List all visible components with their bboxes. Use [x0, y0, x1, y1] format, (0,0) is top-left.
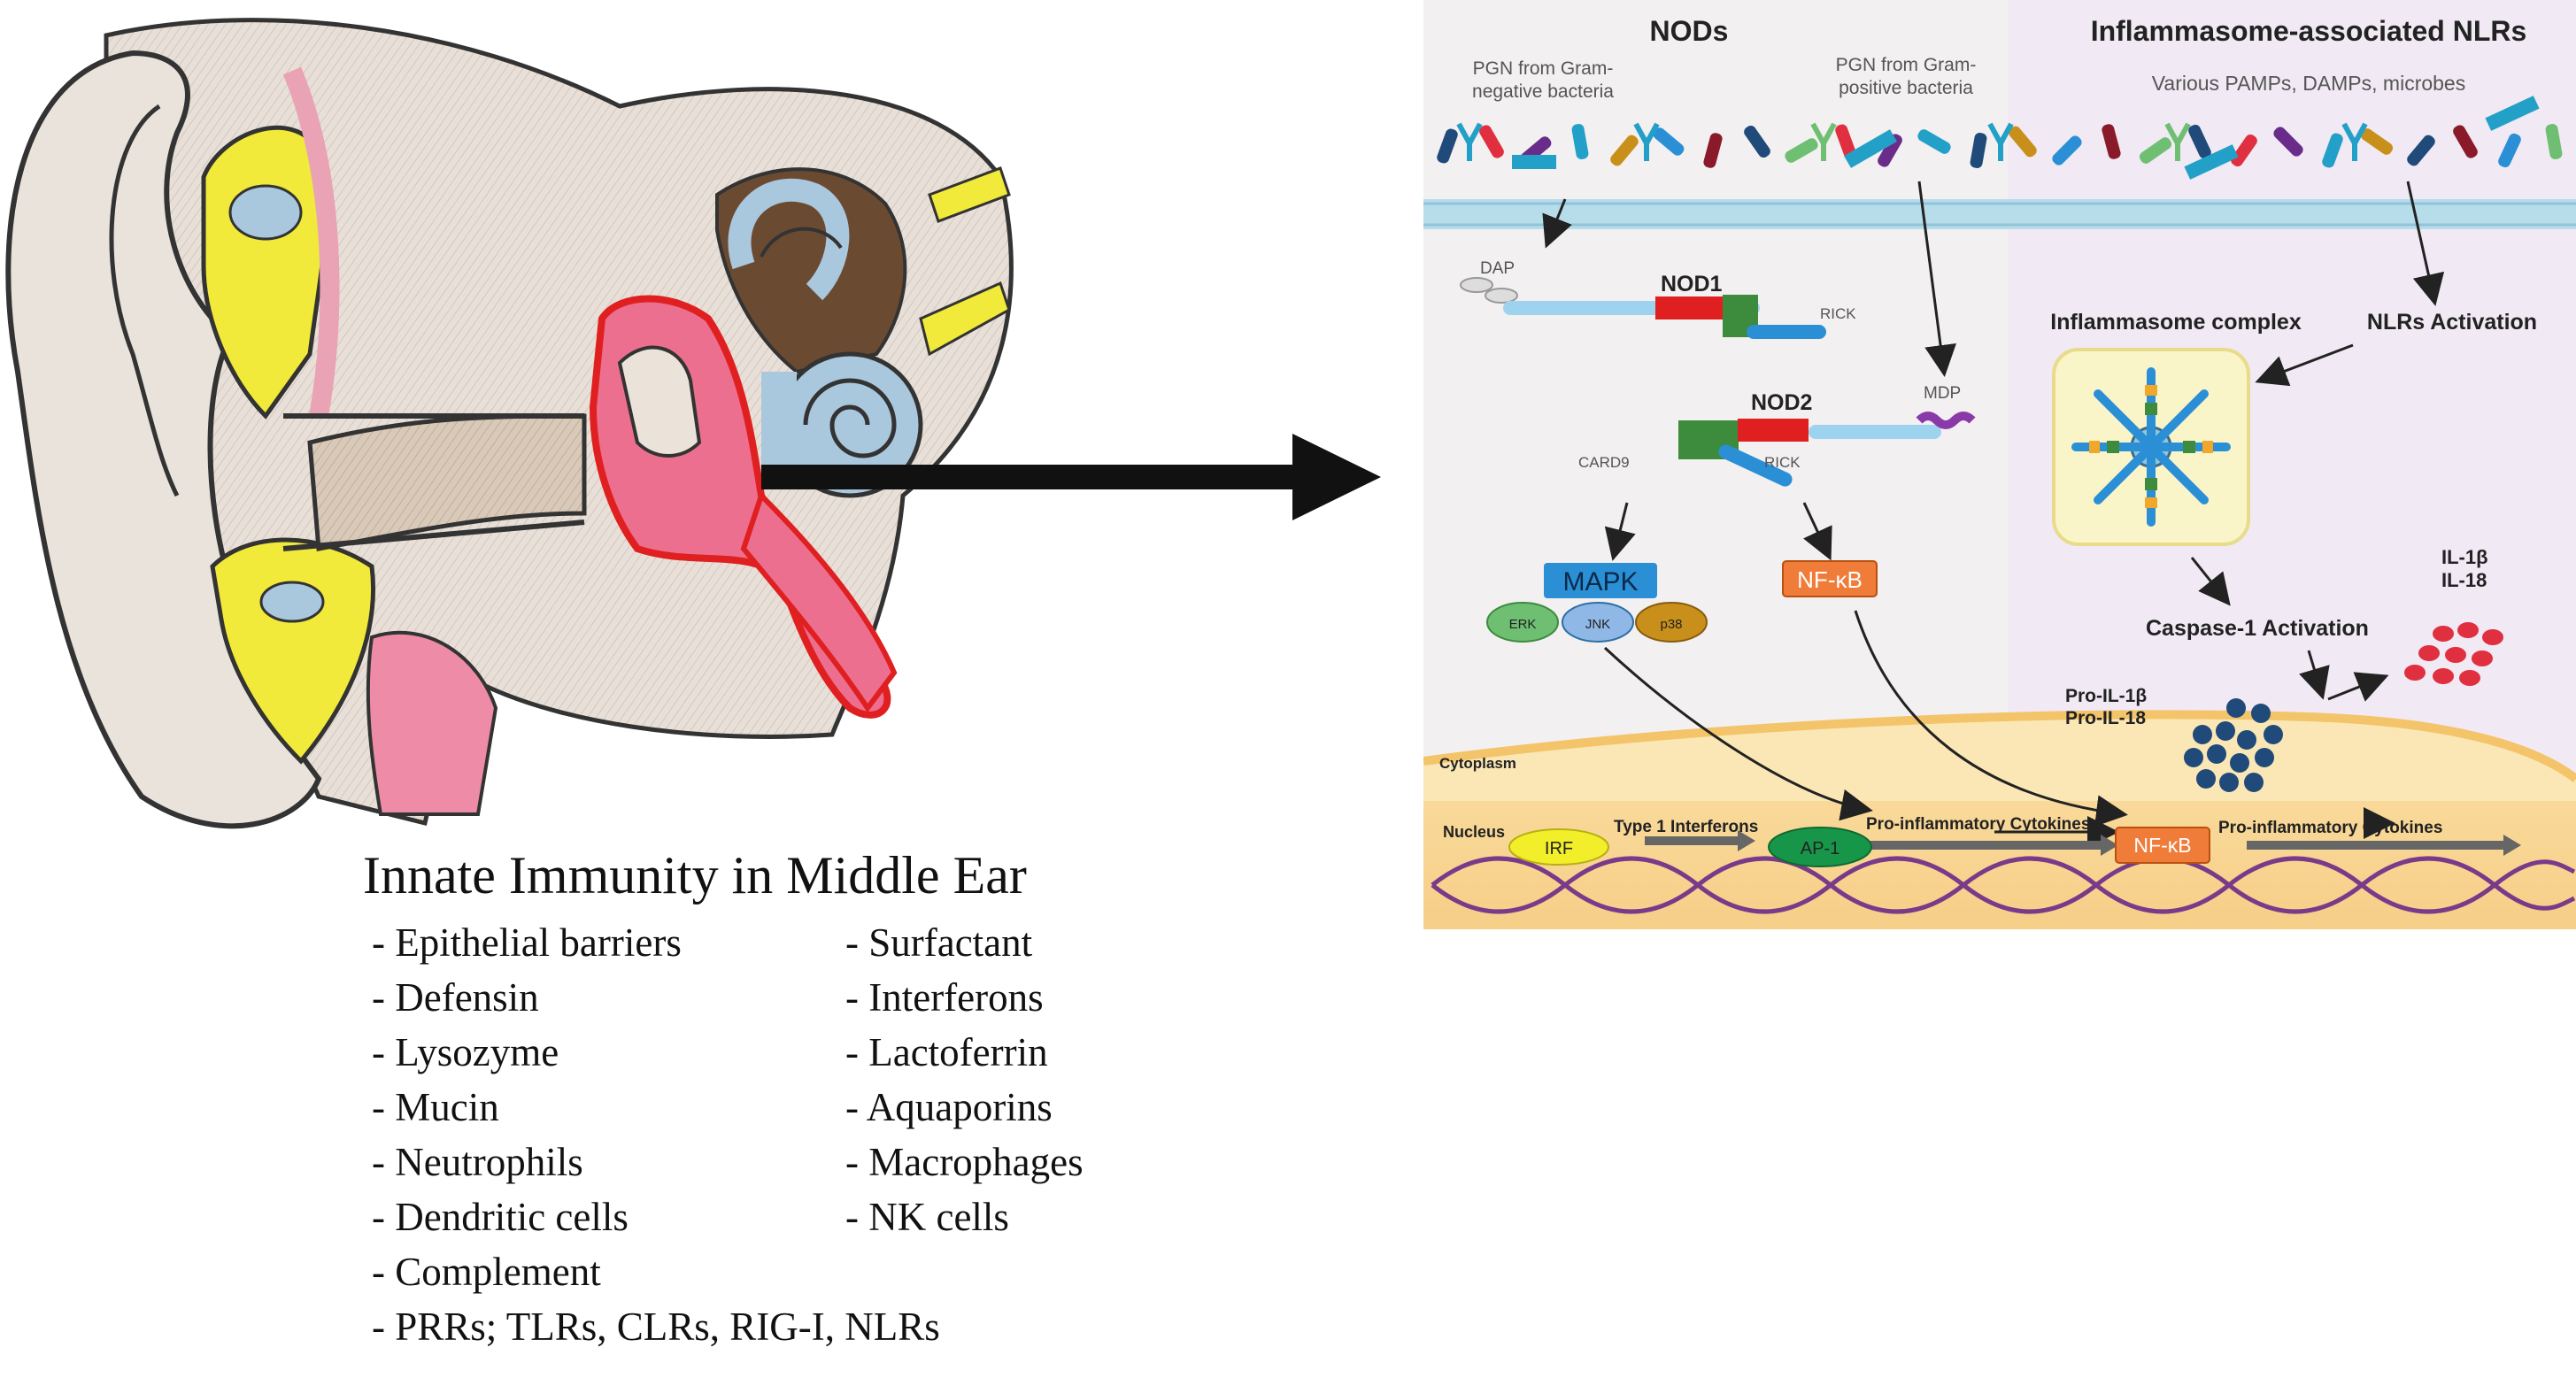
p38-node [1635, 602, 1708, 643]
list-item: - Complement [372, 1250, 601, 1294]
ear-canal [307, 413, 587, 551]
legend-right-list: - Surfactant - Interferons - Lactoferrin… [845, 915, 1084, 1244]
connector-arrow [761, 434, 1381, 520]
erk-node [1486, 602, 1559, 643]
list-item: - Defensin [372, 975, 539, 1020]
nod2-label: NOD2 [1751, 390, 1812, 415]
ap1-node [1768, 827, 1872, 867]
semicircular-canals [728, 178, 850, 301]
nfkb-top-label: NF-κB [1797, 566, 1863, 593]
nod1-label: NOD1 [1661, 272, 1723, 296]
nods-title: NODs [1650, 15, 1729, 47]
cytoplasm-label: Cytoplasm [1439, 755, 1516, 772]
caspase-label: Caspase-1 Activation [2146, 616, 2369, 641]
ossicles [617, 345, 702, 458]
legend-left-list: - Epithelial barriers - Defensin - Lysoz… [372, 915, 940, 1354]
nfkb-box [1782, 560, 1878, 597]
list-item: - Aquaporins [845, 1085, 1053, 1129]
rick2-label: RICK [1764, 454, 1801, 471]
nlrs-title: Inflammasome-associated NLRs [2091, 15, 2527, 47]
list-item: - Lysozyme [372, 1030, 559, 1074]
type1-ifn-label: Type 1 Interferons [1614, 818, 1758, 836]
microbes-band [1437, 96, 2563, 180]
skin-lower [366, 630, 498, 816]
card9-label: CARD9 [1578, 454, 1630, 471]
dna-helix [1431, 856, 2576, 914]
il18-label: IL-18 [2441, 569, 2487, 591]
cartilage-lower [210, 537, 375, 765]
temporal-bone-dark [715, 167, 907, 374]
nlrs-activation-label: NLRs Activation [2367, 310, 2537, 335]
list-item: - Mucin [372, 1085, 499, 1129]
eustachian-tube [740, 490, 898, 713]
auditory-nerve [919, 281, 1011, 357]
jnk-label: JNK [1585, 617, 1610, 632]
pathway-diagram: NODs Inflammasome-associated NLRs PGN fr… [1423, 0, 2576, 929]
pinna-fold [109, 104, 180, 497]
nod2-structure [1678, 412, 1976, 487]
il-cytokine-dots [2404, 622, 2503, 686]
list-item: - Macrophages [845, 1140, 1084, 1184]
pgn-negative-line2: negative bacteria [1472, 81, 1614, 102]
list-item: - Neutrophils [372, 1140, 583, 1184]
pgn-negative-line1: PGN from Gram- [1473, 58, 1614, 79]
pro-infl-1-label: Pro-inflammatory Cytokines [1866, 815, 2090, 834]
nod1-structure [1460, 277, 1826, 339]
list-item: - Dendritic cells [372, 1195, 629, 1239]
list-item: - Interferons [845, 975, 1044, 1020]
pro-il1b-label: Pro-IL-1β [2065, 686, 2147, 706]
pro-il18-label: Pro-IL-18 [2065, 708, 2146, 728]
irf-node [1508, 828, 1609, 866]
pro-il-dots [2184, 698, 2283, 792]
mdp-label: MDP [1924, 384, 1961, 403]
inflammasome-label: Inflammasome complex [2050, 310, 2302, 335]
erk-label: ERK [1509, 617, 1537, 632]
ear-illustration [5, 18, 1014, 829]
mapk-box [1544, 563, 1657, 598]
nfkb-nucleus-box [2115, 827, 2210, 864]
ap1-label: AP-1 [1801, 839, 1839, 858]
il1b-label: IL-1β [2441, 546, 2488, 568]
list-item: - PRRs; TLRs, CLRs, RIG-I, NLRs [372, 1305, 940, 1349]
list-item: - Lactoferrin [845, 1030, 1048, 1074]
rick1-label: RICK [1820, 305, 1856, 322]
legend-title: Innate Immunity in Middle Ear [363, 846, 1027, 905]
list-item: - Surfactant [845, 920, 1033, 965]
nfkb-nucleus-label: NF-κB [2133, 834, 2191, 857]
inflammasome-complex [2052, 348, 2250, 546]
pamps-label: Various PAMPs, DAMPs, microbes [2152, 72, 2465, 95]
p38-label: p38 [1660, 617, 1682, 632]
irf-label: IRF [1545, 839, 1573, 858]
pro-infl-2-label: Pro-inflammatory Cytokines [2218, 819, 2442, 837]
mapk-label: MAPK [1562, 567, 1638, 597]
dap-label: DAP [1480, 259, 1515, 278]
jnk-node [1562, 602, 1634, 643]
list-item: - Epithelial barriers [372, 920, 682, 965]
list-item: - NK cells [845, 1195, 1009, 1239]
pgn-positive-line1: PGN from Gram- [1836, 55, 1977, 75]
pgn-positive-line2: positive bacteria [1839, 78, 1973, 98]
nucleus-label: Nucleus [1443, 823, 1505, 841]
pinna [5, 50, 322, 829]
